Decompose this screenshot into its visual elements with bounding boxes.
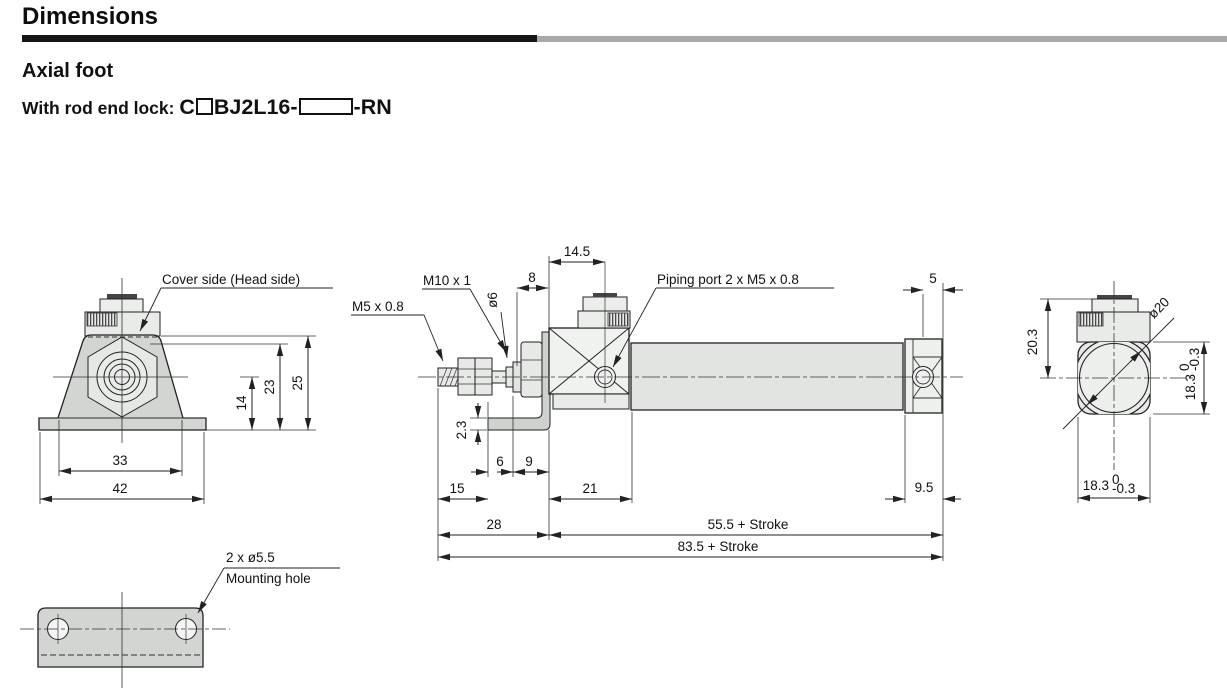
front-view-centerlines — [53, 278, 188, 443]
end-view: 20.3 ø20 18.3 0 -0.3 18.3 0 — [1025, 281, 1210, 503]
side-view-callouts: M5 x 0.8 M10 x 1 ø6 Piping port 2 x M5 x… — [351, 272, 834, 368]
svg-text:-0.3: -0.3 — [1187, 348, 1202, 371]
front-view: Cover side (Head side) 14 23 — [38, 272, 333, 504]
dim-9: 9 — [525, 454, 533, 469]
dim-18-3-right: 18.3 0 -0.3 — [1177, 348, 1202, 401]
dim-83-5-stroke: 83.5 + Stroke — [678, 539, 759, 554]
mounting-nut — [520, 341, 543, 398]
cover-side-label: Cover side (Head side) — [162, 272, 300, 287]
dim-28: 28 — [486, 517, 501, 532]
lock-cap-lip — [1097, 295, 1132, 300]
front-view-callout: Cover side (Head side) — [139, 272, 333, 332]
callout-leader — [139, 287, 162, 332]
dia20-leader — [1062, 317, 1175, 430]
dim-14-5: 14.5 — [564, 244, 590, 259]
mounting-hole-label: Mounting hole — [226, 571, 311, 586]
mounting-hole-size-label: 2 x ø5.5 — [226, 550, 275, 565]
dim-18-3-bottom: 18.3 0 -0.3 — [1083, 472, 1136, 496]
svg-text:-0.3: -0.3 — [1112, 481, 1135, 496]
dim-23: 23 — [262, 379, 277, 394]
piping-port-label: Piping port 2 x M5 x 0.8 — [657, 272, 799, 287]
dim-15: 15 — [449, 481, 464, 496]
rod-thread-label: M5 x 0.8 — [352, 299, 404, 314]
cylinder-tube — [630, 342, 904, 411]
lock-cap — [99, 298, 144, 313]
front-view-part — [38, 294, 207, 431]
model-series-suffix: -RN — [353, 95, 392, 119]
dim-8: 8 — [528, 270, 536, 285]
page-title: Dimensions — [22, 3, 159, 30]
model-series-pre: C — [179, 95, 195, 119]
dim-5: 5 — [929, 271, 937, 286]
callout-leader — [197, 567, 225, 614]
end-view-centerlines — [1040, 281, 1194, 470]
dim-25: 25 — [290, 375, 305, 390]
knurl-texture — [1078, 312, 1104, 327]
svg-text:0: 0 — [1177, 363, 1192, 371]
stroke-placeholder-box-icon — [298, 98, 353, 115]
foot-plate-callout: 2 x ø5.5 Mounting hole — [197, 550, 340, 614]
model-number-line: With rod end lock: C BJ2L16- -RN — [22, 95, 392, 120]
dim-14: 14 — [234, 395, 249, 411]
piping-leader — [612, 287, 657, 368]
dim-20-3: 20.3 — [1025, 329, 1040, 355]
lock-nut-2 — [474, 357, 493, 396]
side-view: M5 x 0.8 M10 x 1 ø6 Piping port 2 x M5 x… — [351, 244, 963, 561]
side-view-centerlines — [418, 262, 963, 403]
knurl-texture — [86, 312, 118, 327]
block-x-line-2 — [548, 327, 630, 395]
side-view-part — [437, 293, 943, 431]
m10-leader — [469, 288, 507, 353]
knurl-texture — [607, 312, 629, 327]
front-view-dimensions: 14 23 25 33 42 — [39, 335, 316, 504]
nut-thread-label: M10 x 1 — [423, 273, 471, 288]
svg-text:18.3: 18.3 — [1083, 478, 1109, 493]
foot-plate-view: 2 x ø5.5 Mounting hole — [20, 550, 340, 688]
model-prefix: With rod end lock: — [22, 98, 180, 118]
dim-6: 6 — [496, 454, 504, 469]
svg-text:0: 0 — [1112, 472, 1120, 487]
dim-21: 21 — [582, 481, 597, 496]
rod-diameter-label: ø6 — [485, 292, 500, 308]
m5-leader — [423, 314, 444, 362]
foot-plate — [37, 607, 204, 668]
title-rule-gray — [537, 36, 1227, 42]
block-flange — [552, 393, 630, 410]
model-series-mid: BJ2L16- — [213, 95, 298, 119]
bore-placeholder-square-icon — [195, 98, 213, 115]
section-subtitle: Axial foot — [22, 60, 114, 82]
side-view-dimensions: 8 14.5 5 2.3 6 9 15 21 9.5 — [437, 244, 963, 561]
lock-nut-1 — [457, 357, 476, 396]
svg-text:18.3: 18.3 — [1183, 374, 1198, 400]
dim-2-3: 2.3 — [454, 421, 469, 440]
dim-33: 33 — [112, 453, 127, 468]
lock-cap — [1091, 298, 1139, 313]
dim-9-5: 9.5 — [915, 480, 934, 495]
dim-42: 42 — [112, 481, 127, 496]
title-rule-black — [22, 35, 537, 42]
extension-lines — [39, 335, 316, 504]
dim-55-5-stroke: 55.5 + Stroke — [708, 517, 789, 532]
dia6-leader — [500, 311, 509, 359]
